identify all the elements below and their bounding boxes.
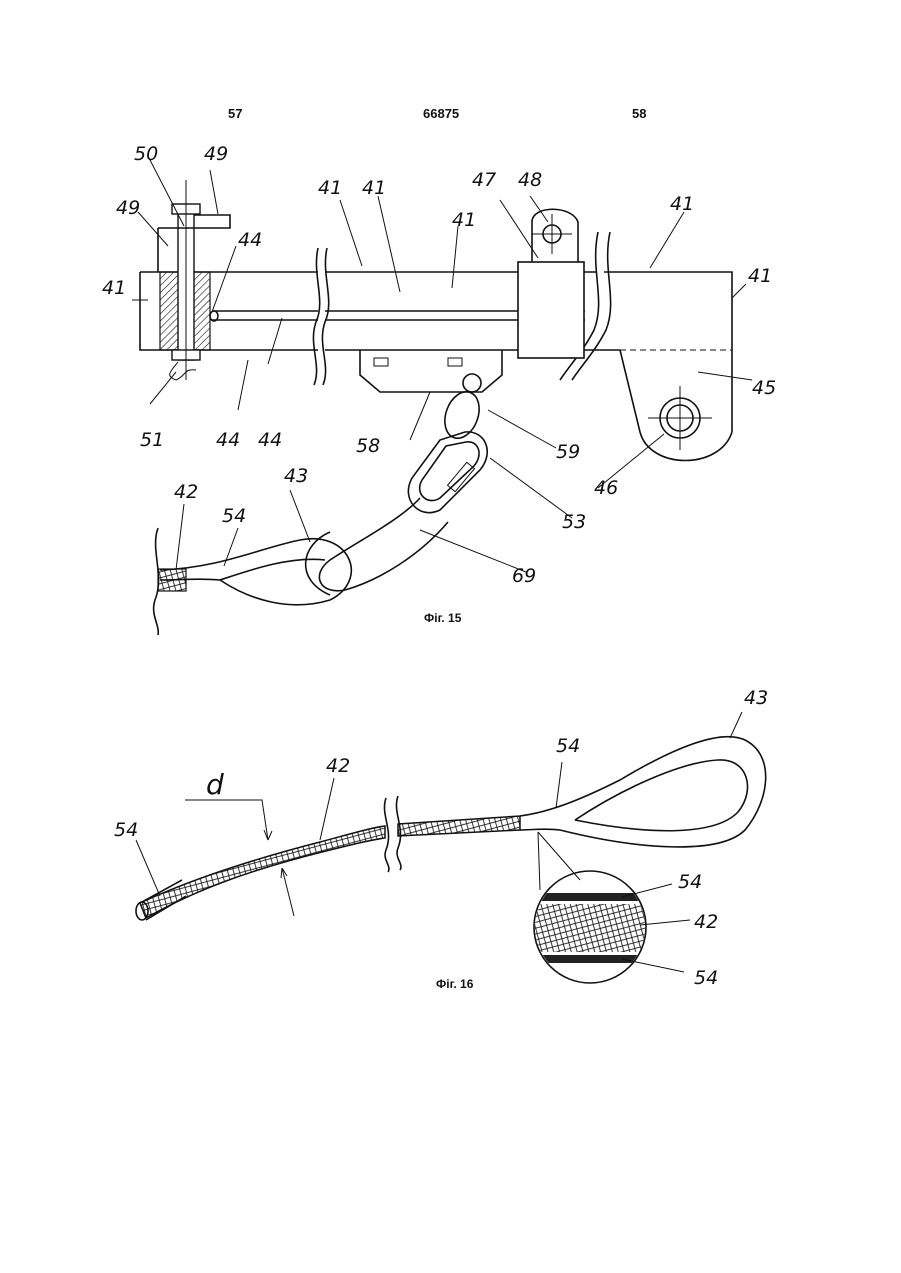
ref-label: 43 bbox=[284, 465, 308, 487]
ref-label: 41 bbox=[318, 177, 342, 199]
fig16-labels: d 42 54 54 43 54 42 54 bbox=[114, 687, 768, 989]
ref-label: 58 bbox=[356, 435, 380, 457]
fig16-leader bbox=[136, 840, 160, 896]
fig15-drawing bbox=[140, 180, 732, 635]
fig15-caption: Фіг. 15 bbox=[424, 611, 461, 625]
ref-label: 44 bbox=[216, 429, 240, 451]
fig15-labels: 50 49 49 44 41 41 41 47 48 41 41 41 44 4… bbox=[102, 143, 776, 587]
fig16-leader bbox=[730, 712, 742, 738]
ref-label: 49 bbox=[116, 197, 140, 219]
ref-label: 49 bbox=[204, 143, 228, 165]
ref-label: 53 bbox=[562, 511, 586, 533]
ref-label: 42 bbox=[174, 481, 198, 503]
ref-label: 48 bbox=[518, 169, 542, 191]
ref-label: 41 bbox=[102, 277, 126, 299]
fig16-leader bbox=[320, 778, 334, 840]
ref-label: 41 bbox=[670, 193, 694, 215]
ref-label: 44 bbox=[258, 429, 282, 451]
ref-label: 50 bbox=[134, 143, 158, 165]
ref-label: 69 bbox=[512, 565, 536, 587]
ref-label: 59 bbox=[556, 441, 580, 463]
ref-label: 54 bbox=[678, 871, 702, 893]
ref-label: 51 bbox=[140, 429, 164, 451]
fig16-leader bbox=[556, 762, 562, 808]
ref-label: 43 bbox=[744, 687, 768, 709]
ref-label: 42 bbox=[326, 755, 350, 777]
ref-label: 41 bbox=[748, 265, 772, 287]
ref-label: 54 bbox=[114, 819, 138, 841]
ref-label: 41 bbox=[452, 209, 476, 231]
ref-label: 46 bbox=[594, 477, 618, 499]
ref-label: 54 bbox=[222, 505, 246, 527]
dimension-label: d bbox=[206, 768, 224, 801]
fig16-caption: Фіг. 16 bbox=[436, 977, 473, 991]
ref-label: 41 bbox=[362, 177, 386, 199]
ref-label: 45 bbox=[752, 377, 776, 399]
ref-label: 42 bbox=[694, 911, 718, 933]
ref-label: 47 bbox=[472, 169, 496, 191]
fig16-drawing bbox=[136, 737, 766, 983]
ref-label: 54 bbox=[694, 967, 718, 989]
ref-label: 54 bbox=[556, 735, 580, 757]
ref-label: 44 bbox=[238, 229, 262, 251]
